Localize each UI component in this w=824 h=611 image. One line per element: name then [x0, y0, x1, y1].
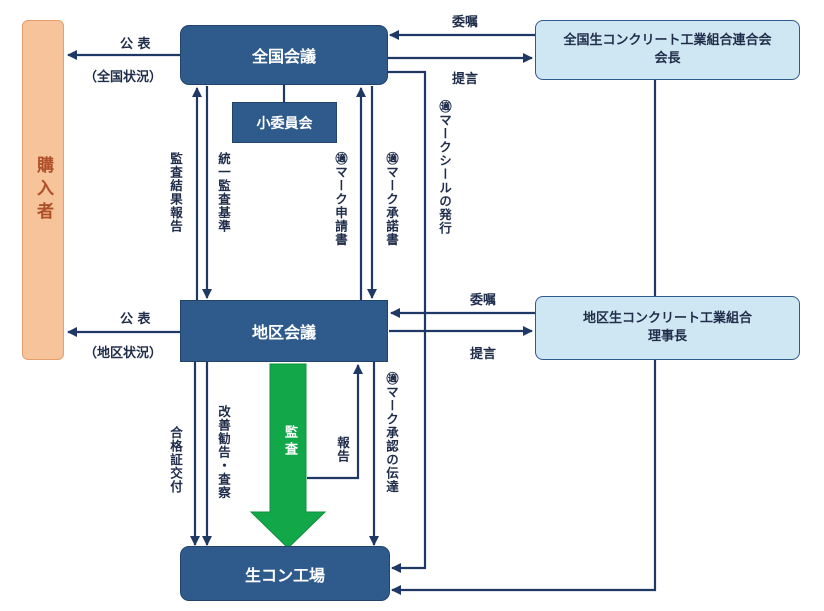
label-audit-result-report: 監査結果報告: [168, 152, 183, 233]
label-unified-audit-standard: 統一監査基準: [216, 152, 231, 233]
subcommittee-box: 小委員会: [232, 102, 337, 143]
label-mid-publish-note: （地区状況）: [84, 346, 163, 361]
regional-meeting-label: 地区会議: [251, 323, 316, 342]
label-audit: 監査: [282, 425, 297, 459]
factory-box: 生コン工場: [180, 546, 390, 601]
subcommittee-label: 小委員会: [256, 115, 313, 132]
label-mark-application: ㊜マーク申請書: [333, 152, 348, 247]
label-top-publish: 公 表: [120, 37, 151, 52]
label-improvement-recommendation: 改善勧告・査察: [216, 405, 231, 500]
national-federation-role: 会長: [654, 51, 681, 66]
label-certificate-issue: 合格証交付: [168, 426, 183, 494]
national-federation-name: 全国生コンクリート工業組合連合会: [563, 33, 772, 48]
factory-label: 生コン工場: [244, 565, 325, 585]
buyer-label: 購入者: [33, 155, 53, 225]
label-top-entrust: 委嘱: [452, 15, 479, 30]
label-report: 報告: [335, 436, 350, 463]
regional-union-name: 地区生コンクリート工業組合: [582, 311, 752, 326]
label-mid-propose: 提言: [470, 347, 497, 362]
national-federation-box: 全国生コンクリート工業組合連合会 会長: [535, 20, 800, 80]
label-mark-seal-issue: ㊜マークシールの発行: [437, 100, 452, 235]
label-top-publish-note: （全国状況）: [84, 70, 163, 85]
label-mark-approval-doc: ㊜マーク承諾書: [384, 152, 399, 247]
regional-meeting-box: 地区会議: [180, 300, 388, 362]
buyer-box: 購入者: [22, 20, 64, 360]
arrow-union-to-factory: [391, 360, 657, 595]
arrow-mark-seal-issue: [388, 70, 427, 573]
national-meeting-label: 全国会議: [251, 47, 316, 66]
label-mid-entrust: 委嘱: [470, 293, 497, 308]
label-mark-approval-notice: ㊜マーク承認の伝達: [384, 372, 399, 494]
regional-union-role: 理事長: [647, 329, 687, 344]
label-top-propose: 提言: [452, 72, 479, 87]
audit-arrow: [249, 363, 327, 549]
arrow-report: [307, 364, 363, 480]
national-meeting-box: 全国会議: [180, 25, 388, 85]
regional-union-box: 地区生コンクリート工業組合 理事長: [535, 296, 800, 360]
label-mid-publish: 公 表: [120, 312, 151, 327]
